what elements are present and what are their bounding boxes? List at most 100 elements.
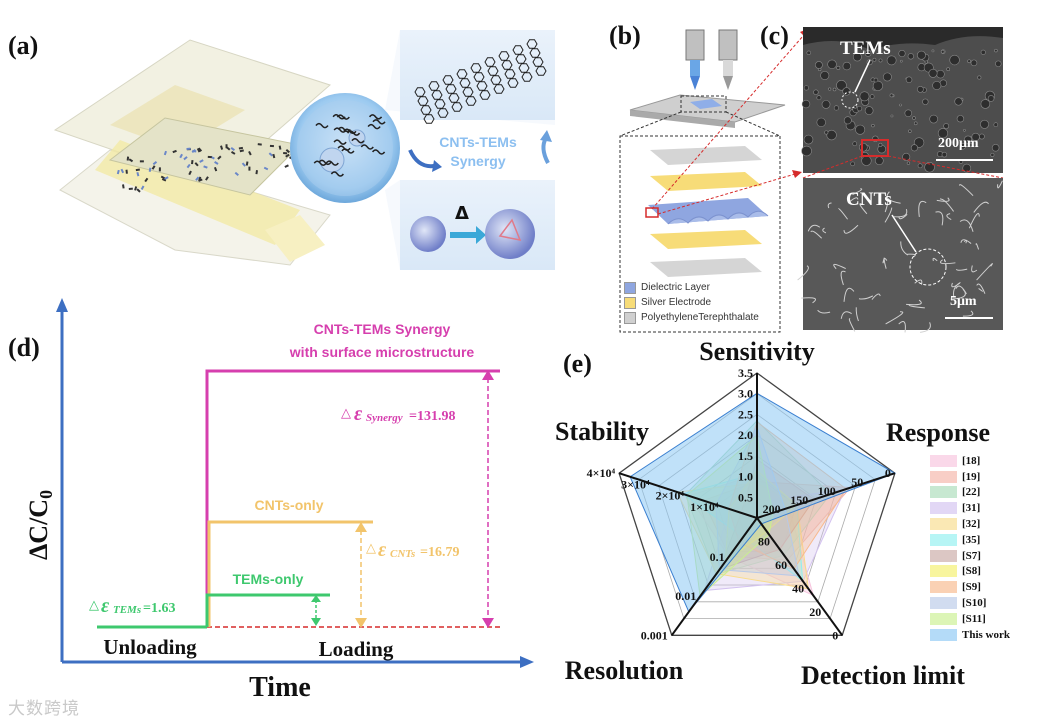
cnt-particle xyxy=(128,187,133,190)
cnt-particle xyxy=(269,144,274,148)
sem-pore xyxy=(954,97,963,106)
sem-fiber xyxy=(843,224,859,234)
cnt-particle xyxy=(135,168,140,172)
cnt-particle xyxy=(120,168,125,174)
sem-pore xyxy=(978,133,985,140)
tems-eq-epsilon: ε xyxy=(101,595,110,617)
cnt-particle xyxy=(283,152,288,155)
cnt-particle xyxy=(186,163,191,169)
cnt-particle xyxy=(179,153,183,159)
radar-legend-swatch xyxy=(930,628,957,641)
sem-pore xyxy=(924,162,935,173)
bubble-cnt xyxy=(368,114,383,120)
sem-pore xyxy=(832,87,837,92)
sem-top-label: TEMs xyxy=(840,38,891,59)
cnt-particle xyxy=(134,186,138,191)
sem-pore xyxy=(898,49,906,58)
cnt-particle xyxy=(255,170,258,175)
bubble-cnt xyxy=(341,148,355,154)
sem-fiber xyxy=(973,201,989,213)
sem-pore xyxy=(912,116,916,120)
nanotube-hex xyxy=(423,114,435,124)
panel-d-chart: CNTs-TEMs Synergy with surface microstru… xyxy=(24,298,534,703)
sem-pore xyxy=(828,87,832,91)
bubble-cnt xyxy=(315,122,329,129)
cnt-particle xyxy=(196,148,201,153)
cnt-particle xyxy=(139,160,144,163)
radar-legend-item: [S8] xyxy=(930,564,1010,580)
cycle-arrow-right xyxy=(541,136,550,164)
radar-legend-label: [S9] xyxy=(962,581,981,594)
cnts-eq-value: =16.79 xyxy=(420,545,459,560)
sem-pore xyxy=(873,77,879,83)
sem-pore xyxy=(949,54,960,66)
sem-fiber xyxy=(976,283,986,294)
bubble-cnt xyxy=(313,160,327,166)
sem-fiber xyxy=(935,211,944,226)
radar-tick-label: 4×10⁴ xyxy=(587,466,616,480)
radar-tick-label: 2×10⁴ xyxy=(656,489,685,503)
sem-top-scale: 200μm xyxy=(938,136,979,151)
radar-legend-swatch xyxy=(930,533,957,546)
sem-fiber xyxy=(898,321,906,333)
radar-tick-label: 3.5 xyxy=(738,366,753,380)
radar-legend-label: [31] xyxy=(962,502,981,515)
radar-legend-item: [22] xyxy=(930,485,1010,501)
tems-eq-value: =1.63 xyxy=(143,601,175,616)
cnt-particle xyxy=(203,165,208,169)
sem-fiber xyxy=(807,224,821,232)
sem-pore xyxy=(917,86,924,93)
nanotube-hex xyxy=(451,102,463,112)
cnt-particle xyxy=(126,156,130,161)
cnt-particle xyxy=(278,145,282,150)
sem-fiber xyxy=(936,197,950,202)
sem-fiber xyxy=(801,297,816,304)
sem-pore xyxy=(913,137,925,148)
sem-fiber xyxy=(847,197,859,204)
zoom-line-bottom xyxy=(657,171,803,215)
layer-pet-top xyxy=(650,146,762,165)
sem-pore xyxy=(852,52,862,62)
sem-pore xyxy=(906,161,911,165)
bubble-cnt xyxy=(371,149,386,155)
radar-legend-label: [32] xyxy=(962,518,981,531)
synergy-text-1: CNTs-TEMs xyxy=(439,134,517,150)
radar-axis xyxy=(756,472,896,519)
cnt-particle xyxy=(161,178,167,182)
radar-legend: [18][19][22][31][32][35][S7][S8][S9][S10… xyxy=(930,453,1010,643)
sem-pore xyxy=(905,76,913,83)
sem-fiber xyxy=(907,253,916,258)
printhead-left-icon xyxy=(685,29,705,90)
cnt-particle xyxy=(238,146,243,150)
sem-pore xyxy=(980,49,986,55)
sem-pore xyxy=(842,61,852,71)
sem-pore xyxy=(890,114,894,118)
sem-fiber xyxy=(827,202,832,209)
sem-fiber xyxy=(882,257,885,264)
sem-pore xyxy=(963,128,966,132)
sem-pore xyxy=(963,135,973,144)
bubble-cnt xyxy=(372,119,386,125)
synergy-text-2: Synergy xyxy=(450,153,505,169)
radar-legend-item: [S9] xyxy=(930,579,1010,595)
bubble-cnt xyxy=(333,127,347,133)
sem-pore xyxy=(946,67,951,72)
tems-only-label: TEMs-only xyxy=(233,571,304,587)
expand-arrow-icon xyxy=(450,226,486,244)
layer-dielectric xyxy=(648,198,768,224)
cycle-arrow-left xyxy=(408,149,435,169)
sem-fiber xyxy=(951,282,961,288)
radar-tick-label: 0.5 xyxy=(738,490,753,504)
sem-pore xyxy=(827,59,837,70)
heat-delta-icon: Δ xyxy=(455,203,469,224)
sem-pore xyxy=(815,61,823,69)
bubble-cnt xyxy=(337,145,351,151)
cnt-particle xyxy=(230,151,236,155)
radar-tick-label: 100 xyxy=(818,484,836,498)
sem-fiber xyxy=(843,287,855,302)
radar-axis-name: Sensitivity xyxy=(699,337,815,366)
y-axis-label: ΔC/C0 xyxy=(24,490,56,560)
radar-tick-label: 20 xyxy=(809,605,821,619)
sem-fiber xyxy=(855,307,859,322)
